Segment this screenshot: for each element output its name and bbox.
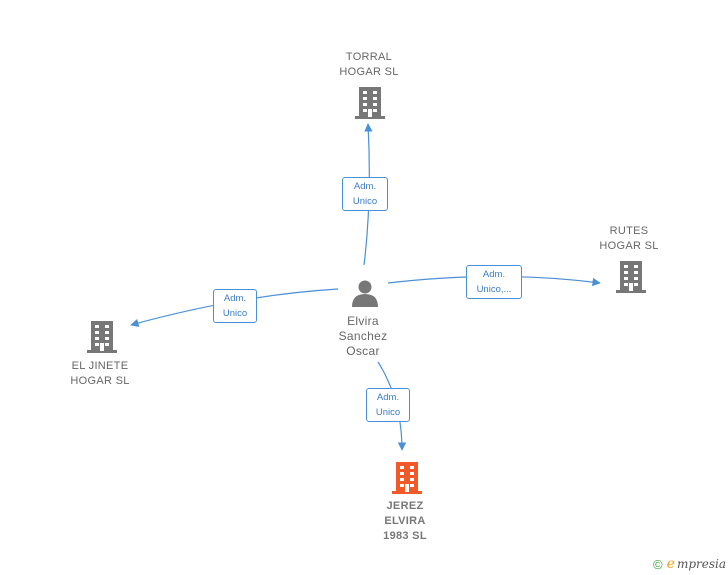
- node-label-torral[interactable]: TORRAL HOGAR SL: [339, 51, 399, 78]
- edge-label-torral: Adm. Unico: [342, 177, 388, 211]
- node-label-jerez[interactable]: JEREZ ELVIRA 1983 SL: [383, 500, 427, 542]
- building-icon[interactable]: [616, 261, 646, 293]
- node-label-rutes[interactable]: RUTES HOGAR SL: [599, 225, 659, 252]
- node-label-jinete[interactable]: EL JINETE HOGAR SL: [70, 360, 130, 387]
- brand-initial: e: [666, 556, 675, 572]
- building-icon[interactable]: [87, 321, 117, 353]
- edge-label-jerez: Adm. Unico: [366, 388, 410, 422]
- brand-name: mpresia: [676, 557, 726, 571]
- person-icon[interactable]: [352, 280, 378, 308]
- copyright-symbol: ©: [653, 556, 663, 572]
- building-icon[interactable]: [392, 462, 422, 494]
- building-icon[interactable]: [355, 87, 385, 119]
- edge-label-rutes: Adm. Unico,...: [466, 265, 522, 299]
- node-label-person[interactable]: Elvira Sanchez Oscar: [338, 314, 388, 358]
- edge-label-jinete: Adm. Unico: [213, 289, 257, 323]
